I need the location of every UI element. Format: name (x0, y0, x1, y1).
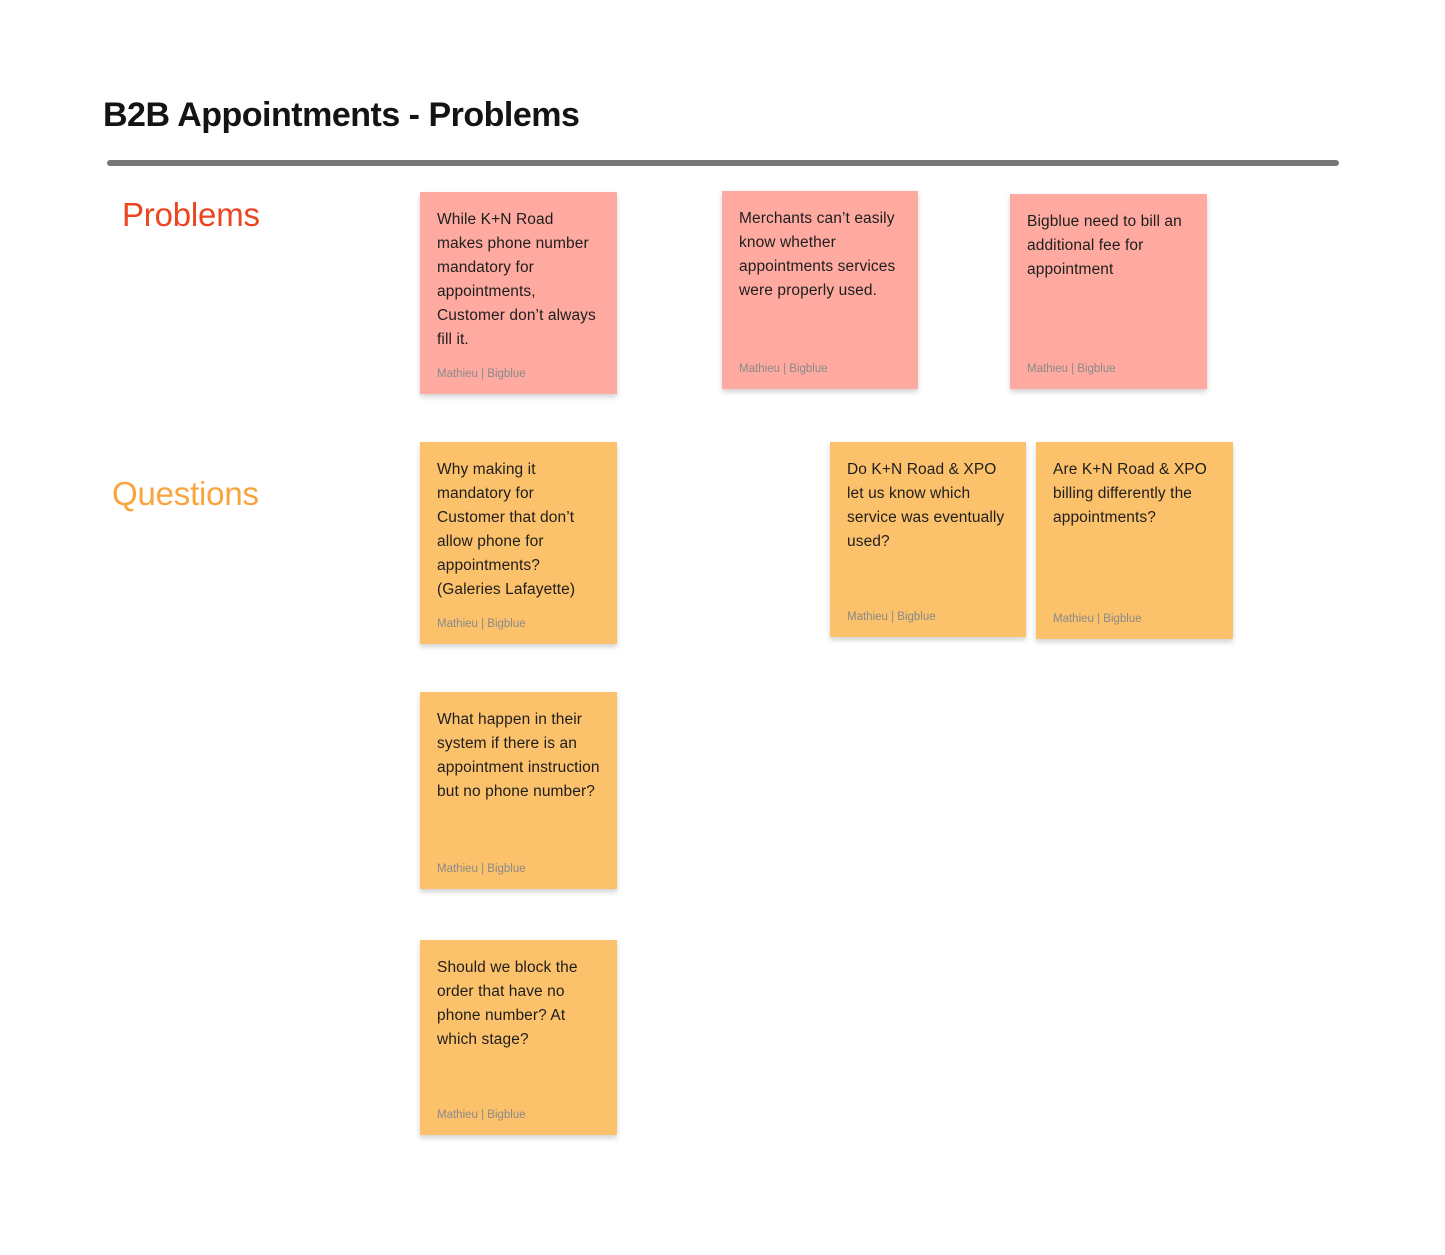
sticky-note-author: Mathieu | Bigblue (437, 863, 526, 875)
sticky-note-question-4[interactable]: What happen in their system if there is … (420, 692, 617, 889)
sticky-note-problem-3[interactable]: Bigblue need to bill an additional fee f… (1010, 194, 1207, 389)
divider-line[interactable] (107, 160, 1339, 166)
sticky-note-text: Bigblue need to bill an additional fee f… (1027, 213, 1182, 278)
sticky-note-text: Do K+N Road & XPO let us know which serv… (847, 461, 1005, 550)
sticky-note-question-2[interactable]: Do K+N Road & XPO let us know which serv… (830, 442, 1026, 637)
sticky-note-text: Merchants can’t easily know whether appo… (739, 210, 896, 299)
sticky-note-author: Mathieu | Bigblue (437, 618, 526, 630)
page-title[interactable]: B2B Appointments - Problems (103, 96, 580, 134)
sticky-note-problem-2[interactable]: Merchants can’t easily know whether appo… (722, 191, 918, 389)
sticky-note-author: Mathieu | Bigblue (437, 368, 526, 380)
sticky-note-author: Mathieu | Bigblue (437, 1109, 526, 1121)
section-label-problems[interactable]: Problems (122, 196, 260, 233)
sticky-note-text: While K+N Road makes phone number mandat… (437, 211, 596, 348)
sticky-note-question-3[interactable]: Are K+N Road & XPO billing differently t… (1036, 442, 1233, 639)
sticky-note-problem-1[interactable]: While K+N Road makes phone number mandat… (420, 192, 617, 394)
sticky-note-text: What happen in their system if there is … (437, 711, 600, 800)
sticky-note-author: Mathieu | Bigblue (739, 363, 828, 375)
sticky-note-question-5[interactable]: Should we block the order that have no p… (420, 940, 617, 1135)
sticky-note-text: Should we block the order that have no p… (437, 959, 578, 1048)
sticky-note-text: Are K+N Road & XPO billing differently t… (1053, 461, 1207, 526)
sticky-note-author: Mathieu | Bigblue (1027, 363, 1116, 375)
sticky-note-author: Mathieu | Bigblue (847, 611, 936, 623)
sticky-note-question-1[interactable]: Why making it mandatory for Customer tha… (420, 442, 617, 644)
sticky-note-author: Mathieu | Bigblue (1053, 613, 1142, 625)
section-label-questions[interactable]: Questions (112, 475, 259, 512)
sticky-note-text: Why making it mandatory for Customer tha… (437, 461, 576, 598)
